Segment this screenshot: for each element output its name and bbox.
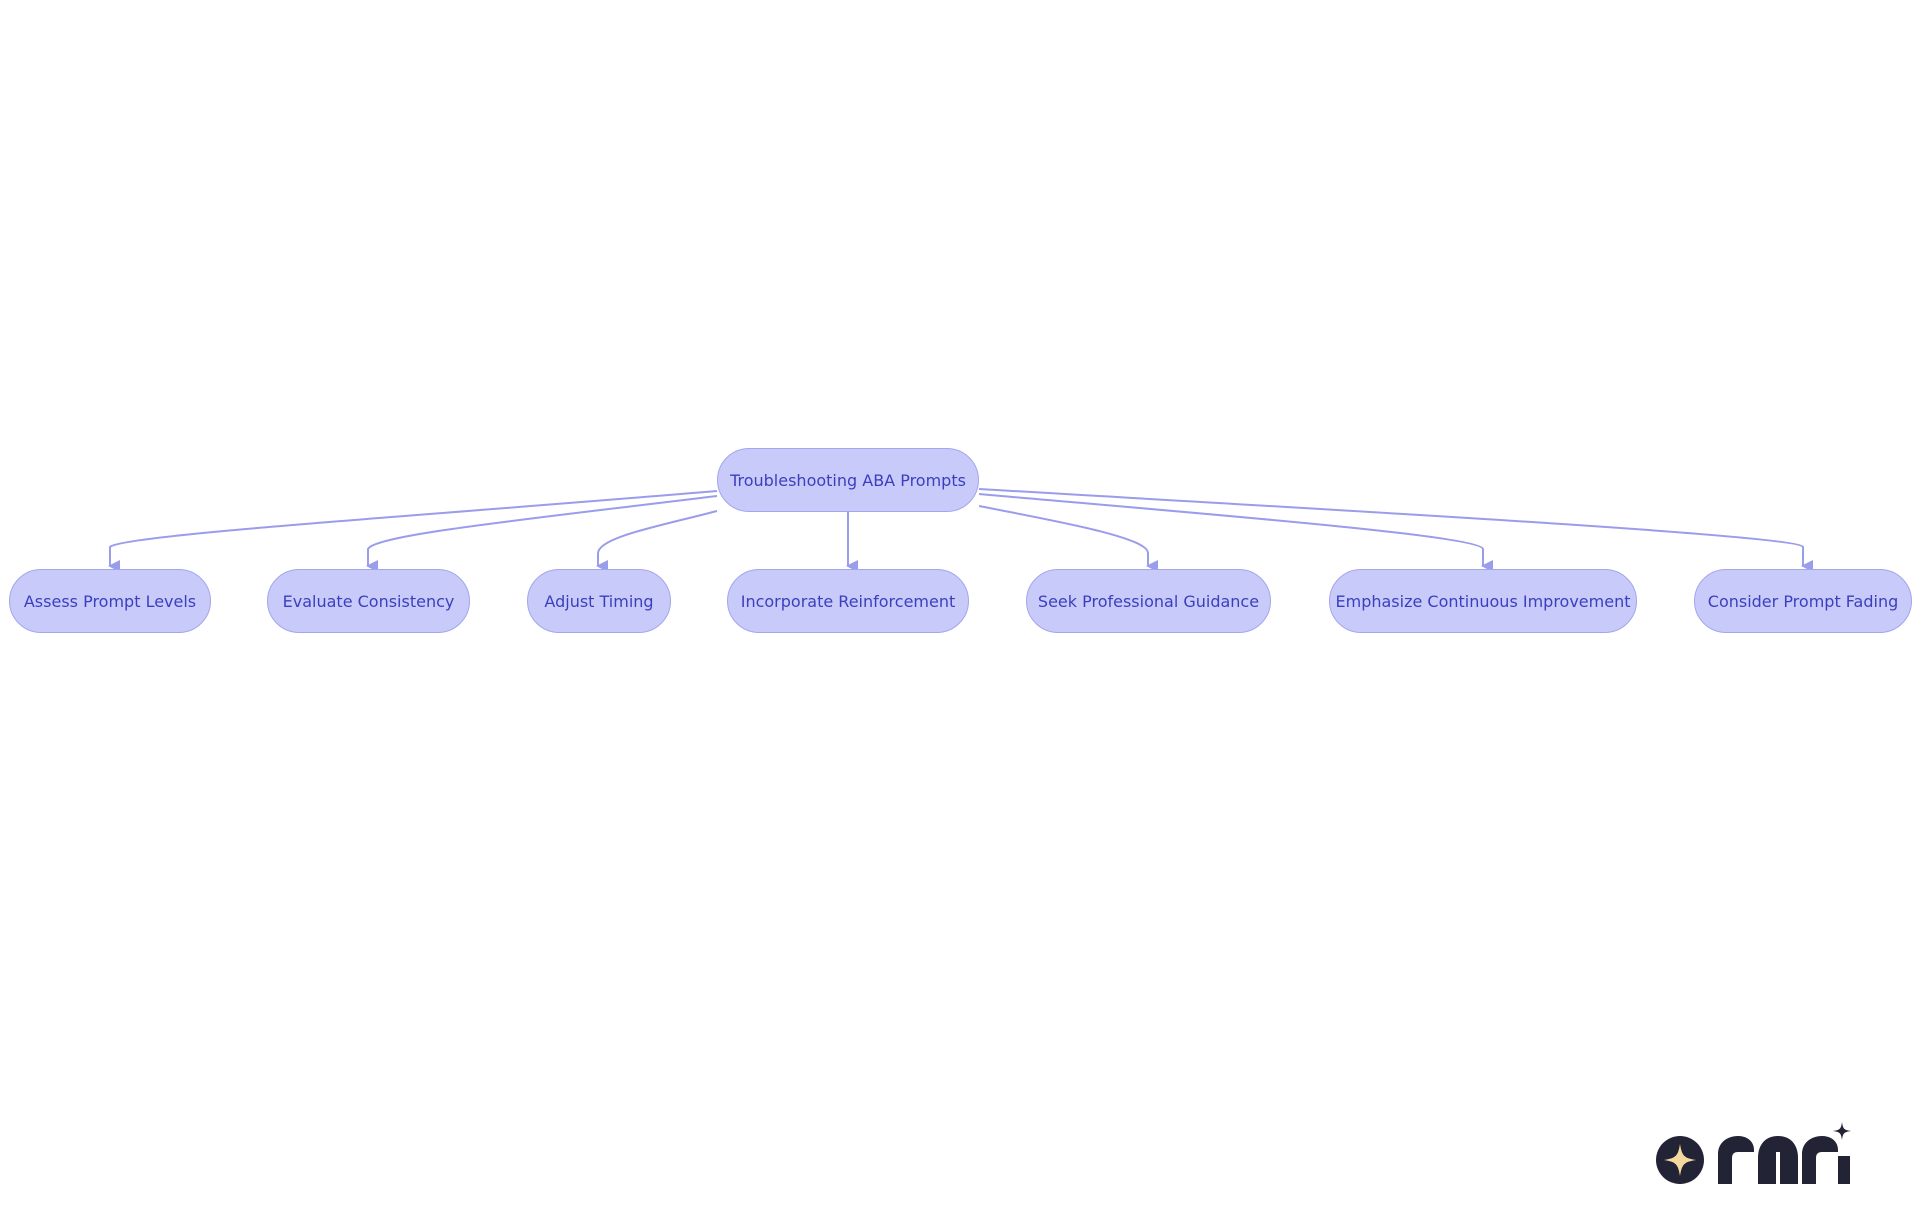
edge-consider-prompt-fading — [978, 488, 1813, 572]
node-emphasize-continuous-improvement[interactable]: Emphasize Continuous Improvement — [1329, 569, 1637, 633]
node-root[interactable]: Troubleshooting ABA Prompts — [717, 448, 979, 512]
node-adjust-timing[interactable]: Adjust Timing — [527, 569, 671, 633]
node-label: Seek Professional Guidance — [1037, 591, 1260, 611]
rori-logo — [1656, 1122, 1851, 1184]
node-seek-professional-guidance[interactable]: Seek Professional Guidance — [1026, 569, 1271, 633]
edge-assess-prompt-levels — [108, 490, 718, 572]
node-label: Adjust Timing — [544, 591, 654, 611]
node-consider-prompt-fading[interactable]: Consider Prompt Fading — [1694, 569, 1912, 633]
edge-emphasize-continuous-improvement — [978, 493, 1493, 572]
logo-wordmark — [1718, 1122, 1851, 1184]
node-label: Emphasize Continuous Improvement — [1335, 591, 1631, 611]
node-incorporate-reinforcement[interactable]: Incorporate Reinforcement — [727, 569, 969, 633]
logo-star-icon — [1664, 1144, 1696, 1176]
node-root-label: Troubleshooting ABA Prompts — [730, 470, 966, 490]
node-assess-prompt-levels[interactable]: Assess Prompt Levels — [9, 569, 211, 633]
edge-adjust-timing — [596, 510, 718, 572]
logo-sparkle-icon — [1833, 1122, 1851, 1140]
node-label: Consider Prompt Fading — [1707, 591, 1899, 611]
node-label: Incorporate Reinforcement — [740, 591, 956, 611]
node-evaluate-consistency[interactable]: Evaluate Consistency — [267, 569, 470, 633]
node-label: Assess Prompt Levels — [23, 591, 197, 611]
edge-evaluate-consistency — [366, 495, 718, 572]
edge-seek-professional-guidance — [978, 505, 1158, 572]
node-label: Evaluate Consistency — [282, 591, 455, 611]
